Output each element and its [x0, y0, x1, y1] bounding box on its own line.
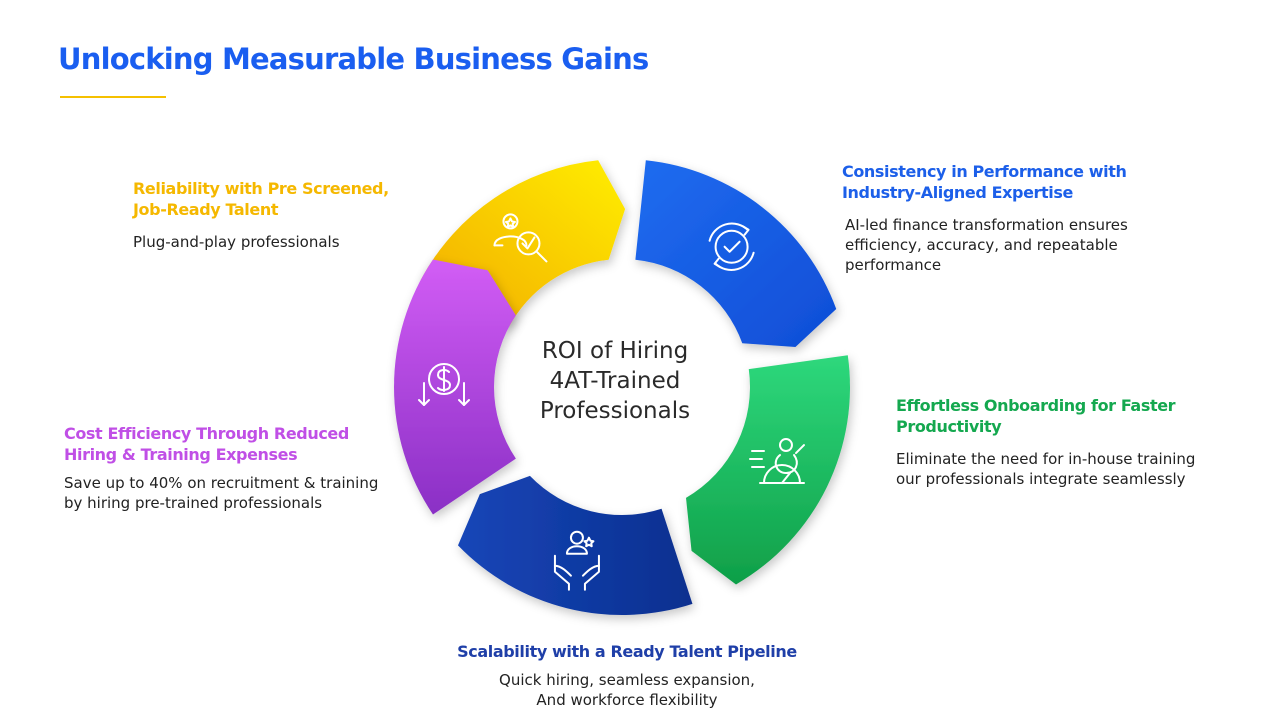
onboarding-title-line: Productivity: [896, 417, 1002, 436]
onboarding-title-line: Effortless Onboarding for Faster: [896, 396, 1176, 415]
consistency-title-line: Consistency in Performance with: [842, 162, 1127, 181]
reliability-desc-line: Plug-and-play professionals: [133, 233, 340, 251]
onboarding-segment: [686, 355, 850, 585]
page-title: Unlocking Measurable Business Gains: [58, 42, 649, 76]
consistency-title: Consistency in Performance with Industry…: [842, 161, 1128, 203]
cost-description: Save up to 40% on recruitment & training…: [64, 473, 378, 513]
center-label-line: Professionals: [539, 398, 691, 424]
consistency-desc-line: efficiency, accuracy, and repeatable: [845, 236, 1118, 254]
dollar-down-icon: [418, 363, 470, 406]
cost-title: Cost Efficiency Through Reduced Hiring &…: [64, 423, 378, 465]
candidate-check-icon: [493, 213, 548, 263]
reliability-title: Reliability with Pre Screened, Job-Ready…: [133, 178, 389, 220]
center-label: ROI of Hiring 4AT-Trained Professionals: [500, 336, 730, 426]
onboarding-title: Effortless Onboarding for Faster Product…: [896, 395, 1195, 437]
fast-runner-icon: [748, 438, 805, 485]
consistency-block: Consistency in Performance with Industry…: [842, 161, 1128, 275]
reliability-description: Plug-and-play professionals: [133, 232, 389, 252]
scalability-title-line: Scalability with a Ready Talent Pipeline: [457, 642, 797, 661]
onboarding-description: Eliminate the need for in-house training…: [896, 449, 1195, 489]
center-label-line: 4AT-Trained: [549, 368, 681, 394]
reliability-block: Reliability with Pre Screened, Job-Ready…: [133, 178, 389, 252]
cost-title-line: Hiring & Training Expenses: [64, 445, 298, 464]
checkmark-cycle-icon: [708, 222, 755, 271]
scalability-description: Quick hiring, seamless expansion, And wo…: [380, 670, 874, 710]
consistency-description: AI-led finance transformation ensures ef…: [845, 215, 1128, 275]
consistency-desc-line: performance: [845, 256, 942, 274]
center-label-line: ROI of Hiring: [541, 338, 689, 364]
scalability-block: Scalability with a Ready Talent Pipeline…: [380, 641, 874, 710]
reliability-title-line: Reliability with Pre Screened,: [133, 179, 389, 198]
onboarding-desc-line: our professionals integrate seamlessly: [896, 470, 1186, 488]
scalability-title: Scalability with a Ready Talent Pipeline: [380, 641, 874, 662]
scalability-desc-line: Quick hiring, seamless expansion,: [499, 671, 755, 689]
cost-desc-line: Save up to 40% on recruitment & training: [64, 474, 379, 492]
consistency-title-line: Industry-Aligned Expertise: [842, 183, 1073, 202]
onboarding-block: Effortless Onboarding for Faster Product…: [896, 395, 1195, 489]
hands-talent-icon: [553, 530, 600, 591]
cost-desc-line: by hiring pre-trained professionals: [64, 494, 323, 512]
consistency-segment: [635, 160, 837, 347]
cost-segment: [394, 259, 516, 515]
consistency-desc-line: AI-led finance transformation ensures: [845, 216, 1128, 234]
title-underline: [60, 96, 166, 98]
cost-title-line: Cost Efficiency Through Reduced: [64, 424, 349, 443]
reliability-title-line: Job-Ready Talent: [133, 200, 279, 219]
cost-block: Cost Efficiency Through Reduced Hiring &…: [64, 423, 378, 513]
scalability-desc-line: And workforce flexibility: [536, 691, 718, 709]
onboarding-desc-line: Eliminate the need for in-house training: [896, 450, 1196, 468]
